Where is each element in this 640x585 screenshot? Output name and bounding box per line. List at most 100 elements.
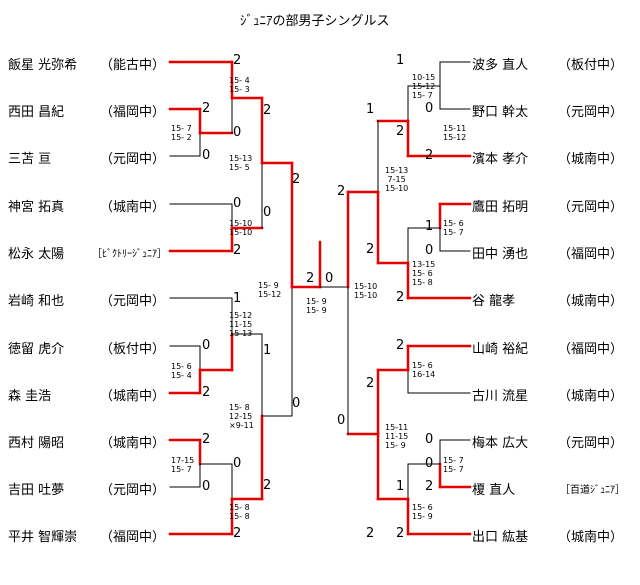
final-score-left: 2 xyxy=(306,271,315,286)
match-result: 0 xyxy=(292,396,301,411)
game-score: 15- 9 15- 9 xyxy=(306,297,327,315)
right-player-school: （福岡中） xyxy=(558,247,624,262)
game-score: 15-10 15-10 xyxy=(229,219,253,237)
match-result: 2 xyxy=(233,53,242,68)
right-player-name: 野口 幹太 xyxy=(472,105,529,120)
left-player-name: 西田 昌紀 xyxy=(8,105,65,120)
match-result: 2 xyxy=(425,148,434,163)
match-result: 0 xyxy=(425,432,434,447)
right-player-school: （城南中） xyxy=(558,294,624,309)
match-result: 1 xyxy=(263,343,272,358)
match-result: 2 xyxy=(202,101,211,116)
game-score: 15-11 15-12 xyxy=(443,124,467,142)
match-result: 0 xyxy=(233,456,242,471)
game-score: 15- 9 15-12 xyxy=(258,281,282,299)
match-result: 2 xyxy=(233,526,242,541)
game-score: 15-13 15- 5 xyxy=(229,154,253,172)
right-player-school: （元岡中） xyxy=(558,105,624,120)
game-score: 15- 6 15- 4 xyxy=(171,362,192,380)
match-result: 1 xyxy=(366,102,375,117)
right-player-school: （板付中） xyxy=(558,58,624,73)
right-player-name: 鷹田 拓明 xyxy=(472,200,529,215)
right-player-name: 田中 湧也 xyxy=(472,247,529,262)
match-result: 2 xyxy=(366,376,375,391)
left-player-school: （能古中） xyxy=(100,58,166,73)
right-player-school: ［百道ｼﾞｭﾆｱ］ xyxy=(560,485,625,496)
game-score: 15-13 7-15 15-10 xyxy=(385,166,409,193)
left-player-name: 松永 太陽 xyxy=(8,247,65,262)
match-result: 2 xyxy=(337,184,346,199)
game-score: 15- 6 15- 7 xyxy=(443,219,464,237)
right-player-school: （城南中） xyxy=(558,389,624,404)
left-player-name: 平井 智輝崇 xyxy=(8,530,78,545)
game-score: 15- 8 15- 8 xyxy=(229,503,250,521)
match-result: 0 xyxy=(425,456,434,471)
match-result: 2 xyxy=(292,172,301,187)
left-player-name: 飯星 光弥希 xyxy=(8,58,78,73)
game-score: 10-15 15-12 15- 7 xyxy=(412,73,436,100)
final-score-right: 0 xyxy=(325,271,334,286)
left-player-school: （城南中） xyxy=(100,389,166,404)
left-player-school: （福岡中） xyxy=(100,530,166,545)
match-result: 0 xyxy=(202,338,211,353)
match-result: 0 xyxy=(202,479,211,494)
page-title: ｼﾞｭﾆｱの部男子シングルス xyxy=(240,14,390,29)
match-result: 2 xyxy=(263,478,272,493)
left-player-name: 西村 陽昭 xyxy=(8,436,65,451)
right-player-school: （福岡中） xyxy=(558,342,624,357)
match-result: 2 xyxy=(202,432,211,447)
match-result: 2 xyxy=(396,526,405,541)
match-result: 2 xyxy=(396,124,405,139)
game-score: 17-15 15- 7 xyxy=(171,456,195,474)
match-result: 1 xyxy=(396,479,405,494)
left-player-school: （城南中） xyxy=(100,436,166,451)
right-player-name: 谷 龍孝 xyxy=(472,294,516,309)
match-result: 2 xyxy=(425,479,434,494)
match-result: 0 xyxy=(263,205,272,220)
match-result: 0 xyxy=(425,243,434,258)
match-result: 2 xyxy=(396,290,405,305)
match-result: 2 xyxy=(366,526,375,541)
match-result: 2 xyxy=(202,385,211,400)
left-player-name: 岩崎 和也 xyxy=(8,294,65,309)
game-score: 15-10 15-10 xyxy=(354,282,378,300)
game-score: 15- 4 15- 3 xyxy=(229,76,250,94)
right-player-name: 梅本 広大 xyxy=(472,436,529,451)
left-player-school: （元岡中） xyxy=(100,152,166,167)
match-result: 0 xyxy=(233,196,242,211)
right-player-name: 山崎 裕紀 xyxy=(472,342,529,357)
left-player-name: 森 圭浩 xyxy=(8,389,52,404)
right-player-school: （元岡中） xyxy=(558,436,624,451)
game-score: 15-11 11-15 15- 9 xyxy=(385,423,409,450)
left-player-name: 吉田 吐夢 xyxy=(8,483,65,498)
left-player-name: 三苫 亘 xyxy=(8,152,52,167)
game-score: 15- 7 15- 7 xyxy=(443,456,464,474)
game-score: 15- 6 15- 9 xyxy=(412,503,433,521)
left-player-school: （城南中） xyxy=(100,200,166,215)
right-player-name: 出口 紘基 xyxy=(472,530,529,545)
match-result: 1 xyxy=(425,219,434,234)
game-score: 15- 7 15- 2 xyxy=(171,124,192,142)
match-result: 0 xyxy=(337,413,346,428)
right-player-school: （城南中） xyxy=(558,530,624,545)
match-result: 2 xyxy=(396,338,405,353)
right-player-name: 榎 直人 xyxy=(472,483,516,498)
game-score: 15-12 11-15 15-13 xyxy=(229,311,253,338)
game-score: 15- 8 12-15 ×9-11 xyxy=(229,403,254,430)
right-player-name: 波多 直人 xyxy=(472,58,529,73)
right-player-name: 濱本 孝介 xyxy=(472,152,529,167)
match-result: 2 xyxy=(366,242,375,257)
match-result: 1 xyxy=(396,53,405,68)
match-result: 0 xyxy=(202,148,211,163)
match-result: 0 xyxy=(425,101,434,116)
match-result: 2 xyxy=(263,103,272,118)
left-player-school: （福岡中） xyxy=(100,105,166,120)
left-player-school: ［ﾋﾞｸﾄﾘｰｼﾞｭﾆｱ］ xyxy=(92,249,167,260)
match-result: 0 xyxy=(233,125,242,140)
game-score: 13-15 15- 6 15- 8 xyxy=(412,260,436,287)
right-player-school: （元岡中） xyxy=(558,200,624,215)
right-player-school: （城南中） xyxy=(558,152,624,167)
right-player-name: 古川 流星 xyxy=(472,389,529,404)
